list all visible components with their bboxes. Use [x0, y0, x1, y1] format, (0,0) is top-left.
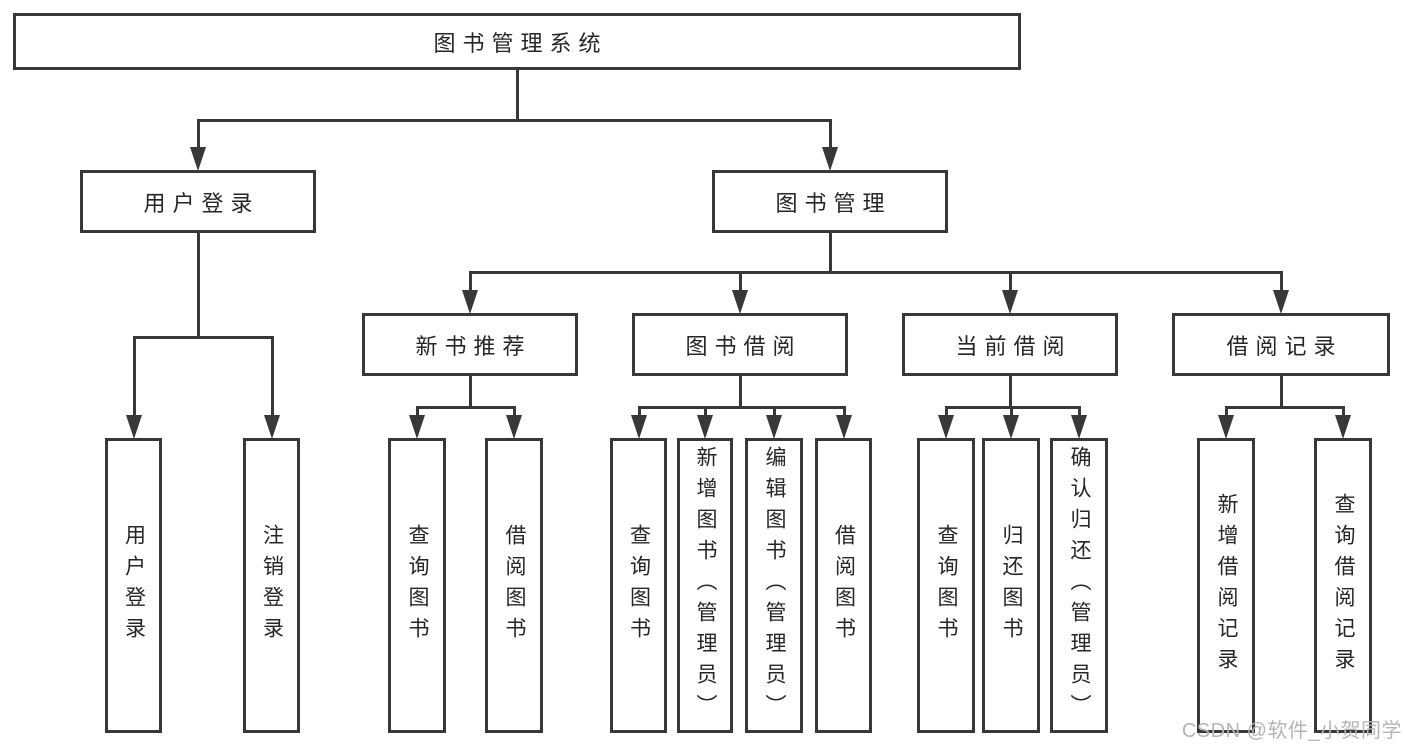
connector-line: [638, 406, 641, 416]
connector-line: [416, 406, 516, 409]
arrowhead-down-icon: [190, 147, 206, 171]
connector-line: [1009, 271, 1012, 291]
connector-line: [513, 406, 516, 416]
arrowhead-down-icon: [126, 415, 142, 439]
node-label-leaf-add-record: 新增借阅记录: [1215, 492, 1238, 679]
connector-line: [197, 119, 832, 122]
arrowhead-down-icon: [822, 147, 838, 171]
connector-line: [1280, 376, 1283, 409]
arrowhead-down-icon: [836, 415, 852, 439]
connector-line: [829, 119, 832, 148]
arrowhead-down-icon: [697, 415, 713, 439]
node-label-leaf-query-book-1: 查询图书: [406, 523, 429, 648]
node-label-leaf-logout: 注销登录: [260, 523, 284, 648]
connector-line: [638, 406, 846, 409]
connector-line: [1010, 406, 1013, 416]
connector-line: [739, 271, 742, 291]
node-leaf-query-record: 查询借阅记录: [1314, 438, 1372, 733]
connector-line: [1009, 376, 1012, 409]
connector-line: [704, 406, 707, 416]
connector-line: [739, 376, 742, 409]
node-book-borrow: 图书借阅: [632, 313, 848, 376]
node-label-leaf-borrow-book-2: 借阅图书: [832, 523, 856, 648]
connector-line: [843, 406, 846, 416]
arrowhead-down-icon: [506, 415, 522, 439]
connector-line: [945, 406, 1081, 409]
connector-line: [1225, 406, 1345, 409]
connector-line: [197, 233, 200, 339]
node-label-leaf-query-record: 查询借阅记录: [1332, 492, 1355, 679]
arrowhead-down-icon: [732, 290, 748, 314]
node-leaf-edit-book: 编辑图书（管理员）: [745, 438, 803, 733]
connector-line: [773, 406, 776, 416]
node-label-leaf-user-login: 用户登录: [122, 523, 146, 648]
node-label-current-borrow: 当前借阅: [955, 333, 1072, 359]
arrowhead-down-icon: [409, 415, 425, 439]
node-label-user-login: 用户登录: [143, 190, 260, 216]
connector-line: [1078, 406, 1081, 416]
node-borrow-records: 借阅记录: [1172, 313, 1390, 376]
node-label-leaf-borrow-book-1: 借阅图书: [503, 523, 526, 648]
arrowhead-down-icon: [938, 415, 954, 439]
arrowhead-down-icon: [1002, 290, 1018, 314]
node-label-leaf-query-book-3: 查询图书: [935, 523, 958, 648]
connector-line: [469, 376, 472, 409]
node-label-leaf-return-book: 归还图书: [1000, 523, 1023, 648]
arrowhead-down-icon: [1218, 415, 1234, 439]
node-leaf-borrow-book-1: 借阅图书: [485, 438, 543, 733]
node-user-login: 用户登录: [80, 170, 316, 233]
connector-line: [1225, 406, 1228, 416]
node-label-new-book-rec: 新书推荐: [415, 333, 532, 359]
connector-line: [133, 336, 136, 416]
arrowhead-down-icon: [1071, 415, 1087, 439]
node-leaf-query-book-1: 查询图书: [388, 438, 446, 733]
node-leaf-query-book-2: 查询图书: [610, 438, 667, 733]
connector-line: [133, 336, 274, 339]
connector-line: [829, 233, 832, 274]
connector-line: [1280, 271, 1283, 291]
node-current-borrow: 当前借阅: [902, 313, 1118, 376]
node-label-book-mgmt: 图书管理: [775, 190, 892, 216]
connector-line: [271, 336, 274, 416]
node-leaf-add-book: 新增图书（管理员）: [677, 438, 733, 733]
node-label-leaf-edit-book: 编辑图书（管理员）: [763, 446, 786, 725]
connector-line: [469, 271, 472, 291]
arrowhead-down-icon: [462, 290, 478, 314]
arrowhead-down-icon: [1273, 290, 1289, 314]
node-leaf-borrow-book-2: 借阅图书: [815, 438, 872, 733]
connector-line: [516, 70, 519, 122]
node-leaf-user-login: 用户登录: [105, 438, 162, 733]
arrowhead-down-icon: [631, 415, 647, 439]
node-leaf-logout: 注销登录: [243, 438, 300, 733]
arrowhead-down-icon: [264, 415, 280, 439]
node-leaf-add-record: 新增借阅记录: [1197, 438, 1255, 733]
node-label-leaf-add-book: 新增图书（管理员）: [694, 446, 717, 725]
arrowhead-down-icon: [1335, 415, 1351, 439]
node-root: 图书管理系统: [13, 13, 1021, 70]
node-leaf-query-book-3: 查询图书: [917, 438, 975, 733]
connector-line: [197, 119, 200, 148]
node-label-book-borrow: 图书借阅: [685, 333, 802, 359]
arrowhead-down-icon: [1003, 415, 1019, 439]
node-new-book-rec: 新书推荐: [362, 313, 578, 376]
connector-line: [416, 406, 419, 416]
node-book-mgmt: 图书管理: [712, 170, 948, 233]
node-label-leaf-confirm-return: 确认归还（管理员）: [1068, 446, 1091, 725]
arrowhead-down-icon: [766, 415, 782, 439]
node-leaf-return-book: 归还图书: [982, 438, 1040, 733]
connector-line: [469, 271, 1283, 274]
csdn-watermark: CSDN @软件_小贺同学: [1181, 720, 1402, 742]
node-label-borrow-records: 借阅记录: [1226, 333, 1343, 359]
node-label-root: 图书管理系统: [433, 30, 608, 56]
node-leaf-confirm-return: 确认归还（管理员）: [1050, 438, 1108, 733]
node-label-leaf-query-book-2: 查询图书: [627, 523, 651, 648]
connector-line: [1342, 406, 1345, 416]
connector-line: [945, 406, 948, 416]
